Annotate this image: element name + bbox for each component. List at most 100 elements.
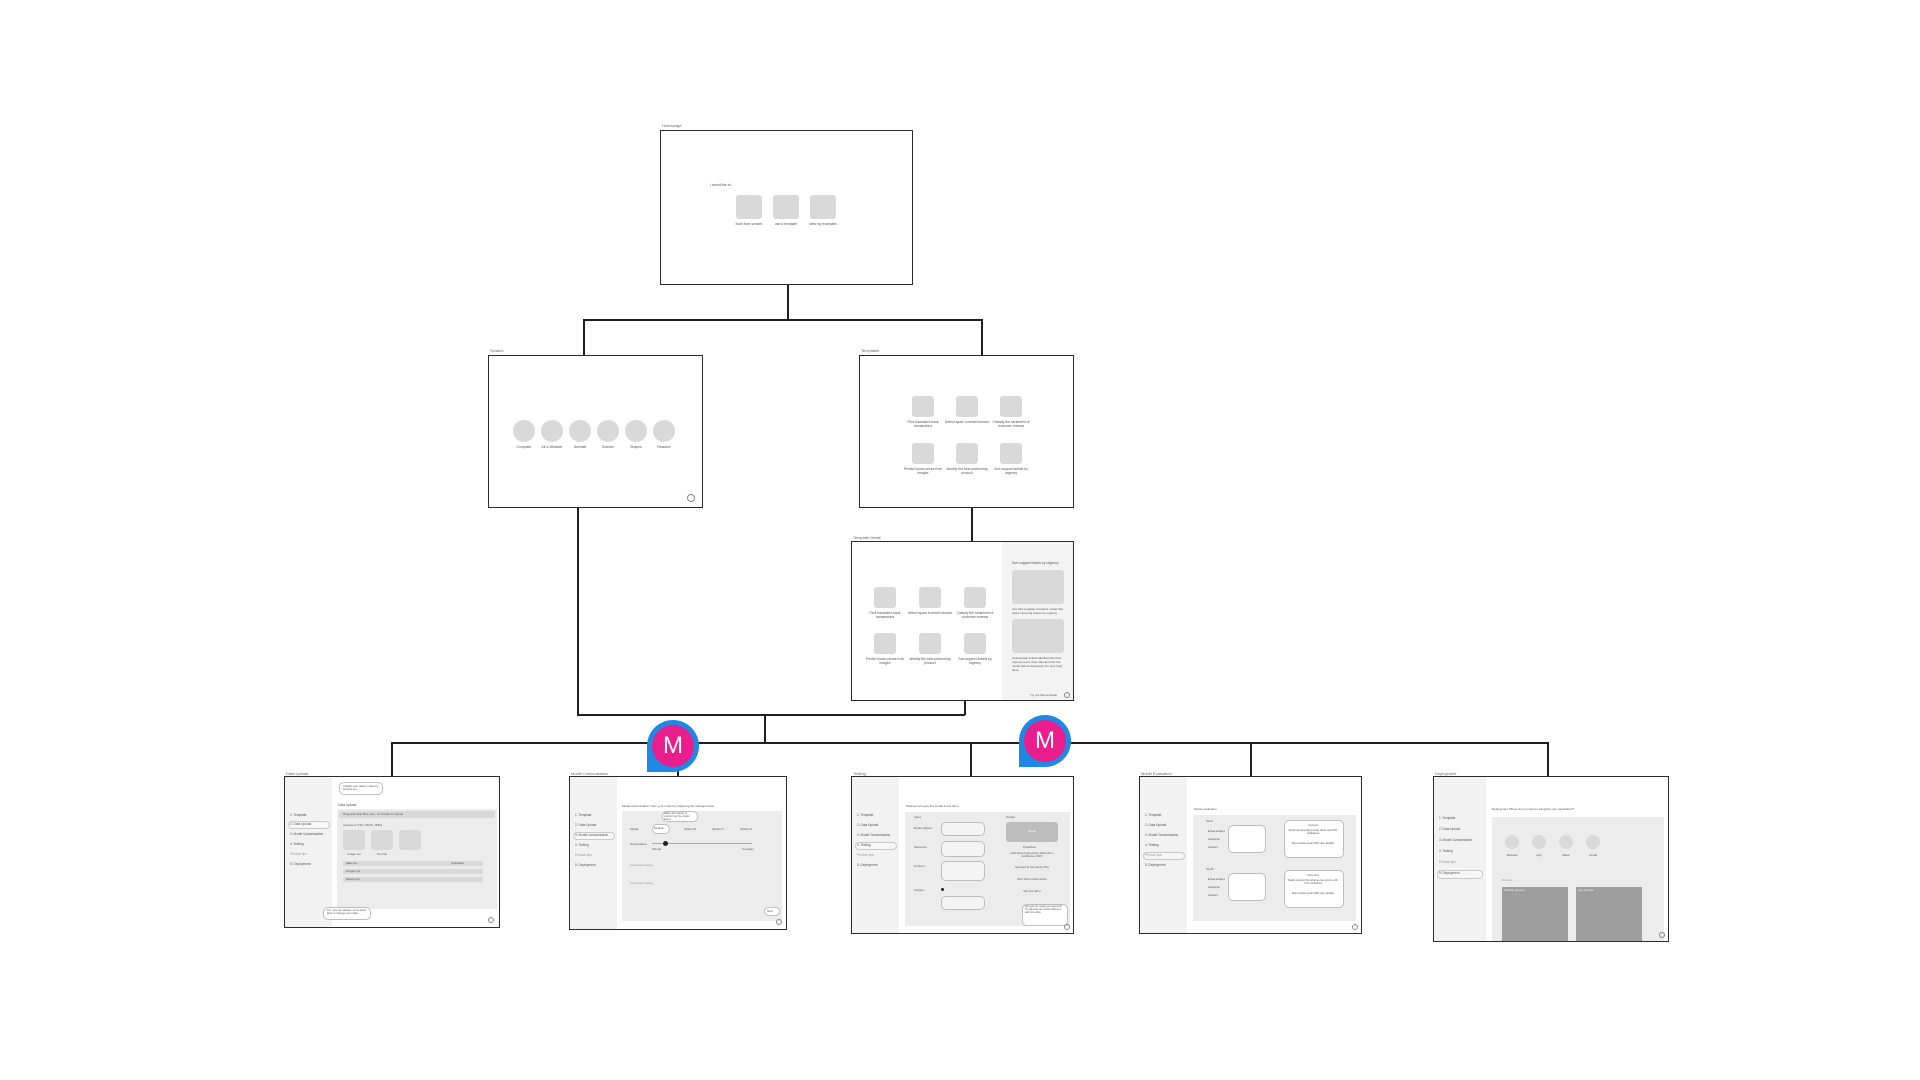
- frame-scratch[interactable]: Computer Air & Weather Animals Science S…: [488, 355, 703, 508]
- sidebar-item[interactable]: 1. Template: [1145, 813, 1162, 817]
- option-template-thumb[interactable]: [773, 195, 799, 219]
- input-field[interactable]: [941, 861, 985, 881]
- frame-template-detail[interactable]: Find fraudulent bank transactions Detect…: [851, 541, 1074, 701]
- file-row[interactable]: [343, 877, 483, 882]
- radio-dot[interactable]: [941, 888, 944, 891]
- sidebar-item-active[interactable]: [288, 821, 330, 829]
- sidebar-item[interactable]: 1. Template: [290, 813, 307, 817]
- template-thumb[interactable]: [1000, 443, 1022, 464]
- sidebar-item[interactable]: 5. Deployment: [1439, 871, 1460, 875]
- category-circle[interactable]: [653, 420, 675, 442]
- category-circle[interactable]: [513, 420, 535, 442]
- frame-deployment[interactable]: 1. Template 2. Data Upload 3. Model Cust…: [1433, 776, 1669, 942]
- template-thumb[interactable]: [1000, 396, 1022, 417]
- sidebar-item[interactable]: 2. Data Upload: [1145, 823, 1167, 827]
- preview-website[interactable]: [1502, 887, 1568, 941]
- template-thumb[interactable]: [919, 633, 941, 654]
- sidebar-item[interactable]: 4. Testing: [1439, 849, 1453, 853]
- frame-data-upload[interactable]: 1. Template 2. Data Upload 3. Model Cust…: [284, 776, 500, 928]
- next-arrow-icon[interactable]: [1659, 932, 1665, 938]
- sidebar-item[interactable]: 2. Data Upload: [1439, 827, 1461, 831]
- sidebar-item[interactable]: 5. Deployment: [857, 863, 878, 867]
- slider-track[interactable]: [652, 843, 752, 844]
- template-thumb[interactable]: [912, 396, 934, 417]
- option-examples-thumb[interactable]: [810, 195, 836, 219]
- sample-thumb[interactable]: [399, 830, 421, 850]
- sidebar-item[interactable]: 2. Data Upload: [575, 823, 597, 827]
- target-slack-icon[interactable]: [1559, 835, 1573, 849]
- sidebar-item-active[interactable]: [573, 832, 615, 840]
- next-arrow-icon[interactable]: [1064, 924, 1070, 930]
- category-circle[interactable]: [569, 420, 591, 442]
- target-app-icon[interactable]: [1532, 835, 1546, 849]
- sidebar-item[interactable]: 3. Model Customization: [575, 833, 609, 837]
- file-row[interactable]: [343, 869, 483, 874]
- template-thumb[interactable]: [964, 633, 986, 654]
- option-default[interactable]: [652, 824, 670, 834]
- next-arrow-icon[interactable]: [776, 919, 782, 925]
- sidebar-item[interactable]: 4. Testing: [1145, 843, 1159, 847]
- sidebar-item[interactable]: 5. Deployment: [290, 862, 311, 866]
- preview-app[interactable]: [1576, 887, 1642, 941]
- frame-testing[interactable]: 1. Template 2. Data Upload 3. Model Cust…: [851, 776, 1074, 934]
- set-b-box[interactable]: [1228, 873, 1266, 901]
- input-field[interactable]: [941, 896, 985, 910]
- category-circle[interactable]: [541, 420, 563, 442]
- collaborator-avatar[interactable]: M: [647, 720, 699, 772]
- result-box-a[interactable]: [1284, 820, 1344, 858]
- result-box-b[interactable]: [1284, 870, 1344, 908]
- option-label[interactable]: Option C: [712, 827, 724, 831]
- sample-thumb[interactable]: [371, 830, 393, 850]
- template-thumb[interactable]: [919, 587, 941, 608]
- frame-model-custom[interactable]: 1. Template 2. Data Upload 3. Model Cust…: [569, 776, 787, 930]
- collaborator-avatar[interactable]: M: [1019, 715, 1071, 767]
- sidebar-item[interactable]: 4. Testing: [575, 843, 589, 847]
- frame-start[interactable]: I would like to... build from scratch us…: [660, 130, 913, 285]
- sidebar-item[interactable]: 1. Template: [1439, 816, 1456, 820]
- file-row[interactable]: [343, 861, 483, 866]
- option-template-label: use a template: [774, 222, 798, 226]
- template-thumb[interactable]: [956, 396, 978, 417]
- target-gmail-icon[interactable]: [1586, 835, 1600, 849]
- option-label[interactable]: Option B: [684, 827, 696, 831]
- sidebar-item[interactable]: 3. Model Customization: [1439, 838, 1473, 842]
- template-thumb[interactable]: [874, 587, 896, 608]
- sample-thumb[interactable]: [343, 830, 365, 850]
- template-thumb[interactable]: [912, 443, 934, 464]
- dropzone[interactable]: [339, 811, 495, 818]
- frame-templates[interactable]: Find fraudulent bank transactions Detect…: [859, 355, 1074, 508]
- next-arrow-icon[interactable]: [1064, 692, 1070, 698]
- next-arrow-icon[interactable]: [1352, 924, 1358, 930]
- next-button[interactable]: [764, 907, 780, 916]
- sidebar-item[interactable]: 2. Data Upload: [857, 823, 879, 827]
- option-label[interactable]: Option D: [740, 827, 752, 831]
- sidebar-item[interactable]: 3. Model Customization: [290, 832, 324, 836]
- sidebar-item[interactable]: 3. Model Customization: [857, 833, 891, 837]
- category-circle[interactable]: [597, 420, 619, 442]
- sidebar-item[interactable]: 1. Template: [575, 813, 592, 817]
- target-website-icon[interactable]: [1505, 835, 1519, 849]
- sidebar-item[interactable]: 3. Model Customization: [1145, 833, 1179, 837]
- sidebar-item[interactable]: 5. Deployment: [1145, 863, 1166, 867]
- input-field[interactable]: [941, 822, 985, 836]
- sidebar-item[interactable]: 2. Data Upload: [290, 822, 312, 826]
- sidebar-item[interactable]: 4. Testing: [857, 843, 871, 847]
- option-scratch-thumb[interactable]: [736, 195, 762, 219]
- template-thumb[interactable]: [956, 443, 978, 464]
- sidebar-item[interactable]: 5. Deployment: [575, 863, 596, 867]
- slider-handle[interactable]: [663, 841, 668, 846]
- template-thumb[interactable]: [874, 633, 896, 654]
- input-field[interactable]: [941, 841, 985, 857]
- set-a-box[interactable]: [1228, 825, 1266, 853]
- next-arrow-icon[interactable]: [687, 494, 695, 502]
- try-template-button[interactable]: Try out this template: [1030, 693, 1058, 697]
- sidebar-item-active[interactable]: [1143, 852, 1185, 860]
- category-circle[interactable]: [625, 420, 647, 442]
- sidebar-item-active[interactable]: [855, 842, 897, 850]
- sidebar-item[interactable]: 1. Template: [857, 813, 874, 817]
- frame-model-eval[interactable]: 1. Template 2. Data Upload 3. Model Cust…: [1139, 776, 1362, 934]
- sidebar-item[interactable]: 4. Testing: [290, 842, 304, 846]
- next-arrow-icon[interactable]: [488, 917, 494, 923]
- template-thumb[interactable]: [964, 587, 986, 608]
- sidebar-item-active[interactable]: [1437, 870, 1483, 879]
